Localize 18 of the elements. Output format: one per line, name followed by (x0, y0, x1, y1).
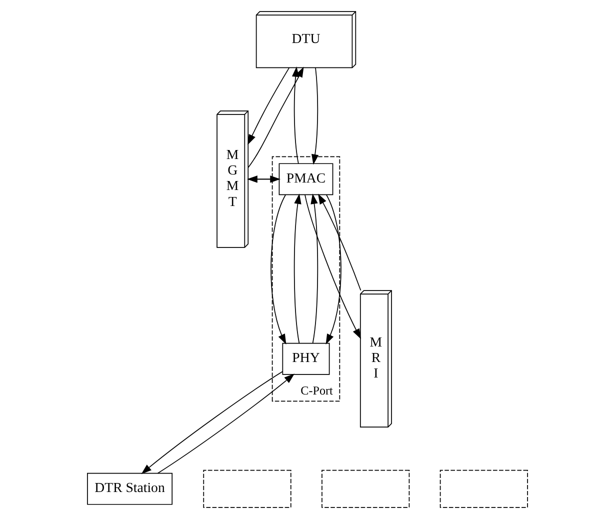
arrow (304, 194, 361, 340)
arrow (318, 194, 362, 291)
arrow (310, 194, 318, 344)
node-box (203, 470, 292, 508)
arrow (141, 371, 284, 474)
arrow (292, 66, 300, 164)
node-box: DTR Station (87, 472, 173, 505)
arrow (248, 68, 290, 145)
node-box (440, 470, 528, 508)
node-box (322, 470, 410, 508)
arrow (294, 194, 302, 344)
node-box: PHY (282, 342, 330, 375)
arrow (312, 67, 319, 165)
node-box: PMAC (278, 163, 334, 196)
arrow (326, 194, 342, 344)
arrow (270, 194, 286, 344)
arrow (157, 374, 295, 474)
arrow (248, 66, 304, 168)
